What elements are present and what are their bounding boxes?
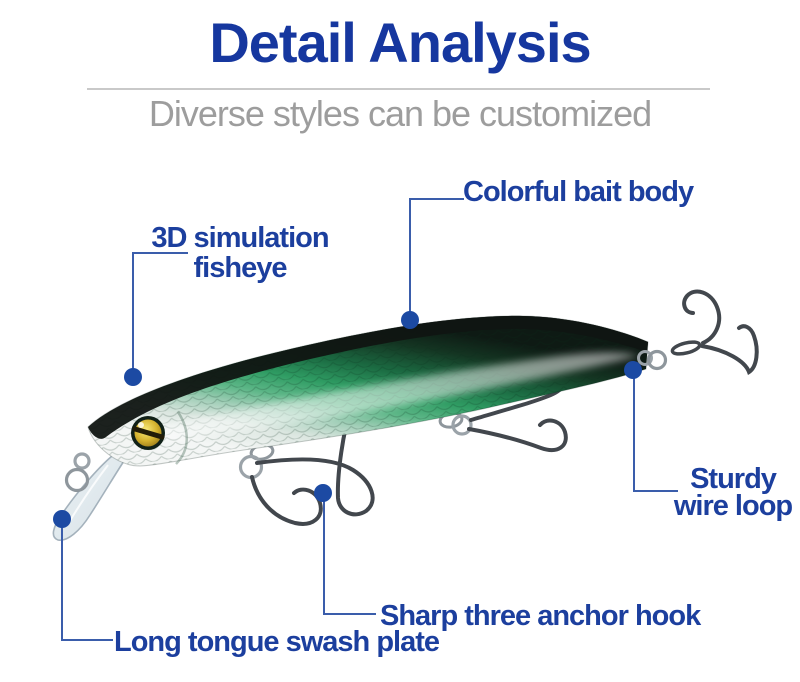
wire-loop-callout-line xyxy=(633,490,678,492)
lure-back-stripe xyxy=(88,315,648,439)
anchor-hook-callout-line xyxy=(323,613,376,615)
swash-plate-callout-line xyxy=(61,639,113,641)
lure-nose-ring xyxy=(64,452,91,493)
lure-body xyxy=(87,315,649,467)
anchor-hook-callout-line xyxy=(323,493,325,615)
fisheye-label: 3D simulation fisheye xyxy=(140,223,340,283)
anchor-hook-callout-dot xyxy=(314,484,332,502)
fisheye-callout-line xyxy=(132,252,134,376)
swash-plate-callout-dot xyxy=(53,510,71,528)
wire-loop-callout-dot xyxy=(624,361,642,379)
fisheye-label-line2: fisheye xyxy=(193,252,288,284)
page-title: Detail Analysis xyxy=(209,11,591,74)
fisheye-label-line1: 3D simulation xyxy=(151,222,329,254)
bait-body-callout-line xyxy=(409,198,411,321)
wire-loop-label-line1: Sturdy xyxy=(690,463,777,495)
bait-body-callout-line xyxy=(409,198,464,200)
page-subtitle: Diverse styles can be customized xyxy=(148,93,652,134)
bait-body-label: Colorful bait body xyxy=(463,176,694,208)
wire-loop-label: Sturdy wire loop xyxy=(640,463,800,522)
fisheye-callout-dot xyxy=(124,368,142,386)
wire-loop-label-line2: wire loop xyxy=(673,490,793,522)
lure-fisheye xyxy=(131,416,165,450)
bait-body-callout-dot xyxy=(401,311,419,329)
anchor-hook-label: Sharp three anchor hook xyxy=(380,600,701,632)
tail-treble-hook xyxy=(637,289,759,376)
swash-plate-label: Long tongue swash plate xyxy=(114,626,440,658)
title-divider xyxy=(87,88,710,90)
fisheye-callout-line xyxy=(132,252,188,254)
wire-loop-callout-line xyxy=(633,370,635,492)
swash-plate-callout-line xyxy=(61,519,63,641)
